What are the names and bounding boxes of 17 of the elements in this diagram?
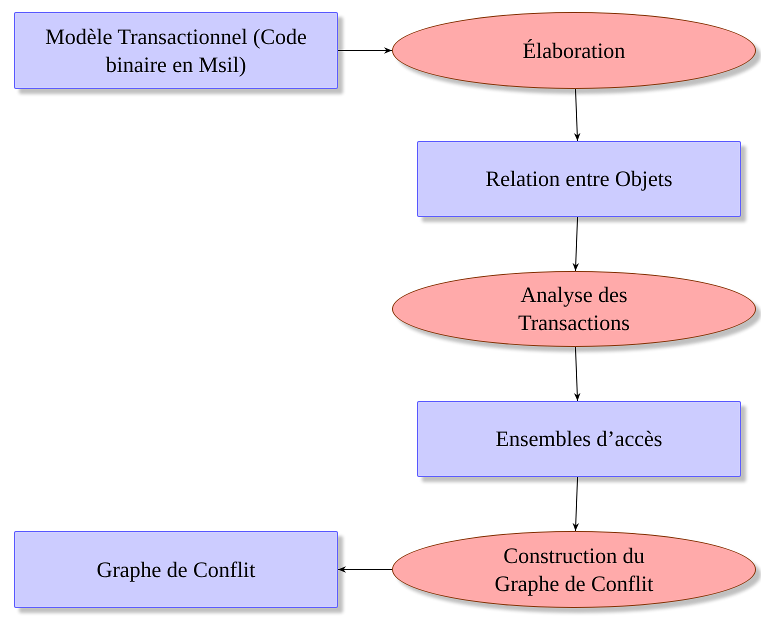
node-label: Analyse des Transactions [517, 281, 631, 337]
node-label: Relation entre Objets [486, 165, 672, 193]
node-label: Graphe de Conflit [96, 556, 256, 584]
arrow [338, 47, 392, 54]
arrow [338, 566, 392, 573]
arrow [574, 346, 580, 402]
node-label: Élaboration [522, 36, 626, 64]
arrow [574, 88, 580, 142]
process-box [417, 141, 741, 217]
node-label: Construction du Graphe de Conflit [494, 542, 654, 598]
process-box [14, 531, 338, 608]
node-label: Modèle Transactionnel (Code binaire en Msil) [44, 22, 308, 78]
arrow [572, 476, 579, 532]
node-label: Ensembles d’accès [496, 425, 662, 453]
arrow [572, 216, 579, 272]
process-box [417, 401, 741, 477]
process-box [14, 12, 338, 89]
